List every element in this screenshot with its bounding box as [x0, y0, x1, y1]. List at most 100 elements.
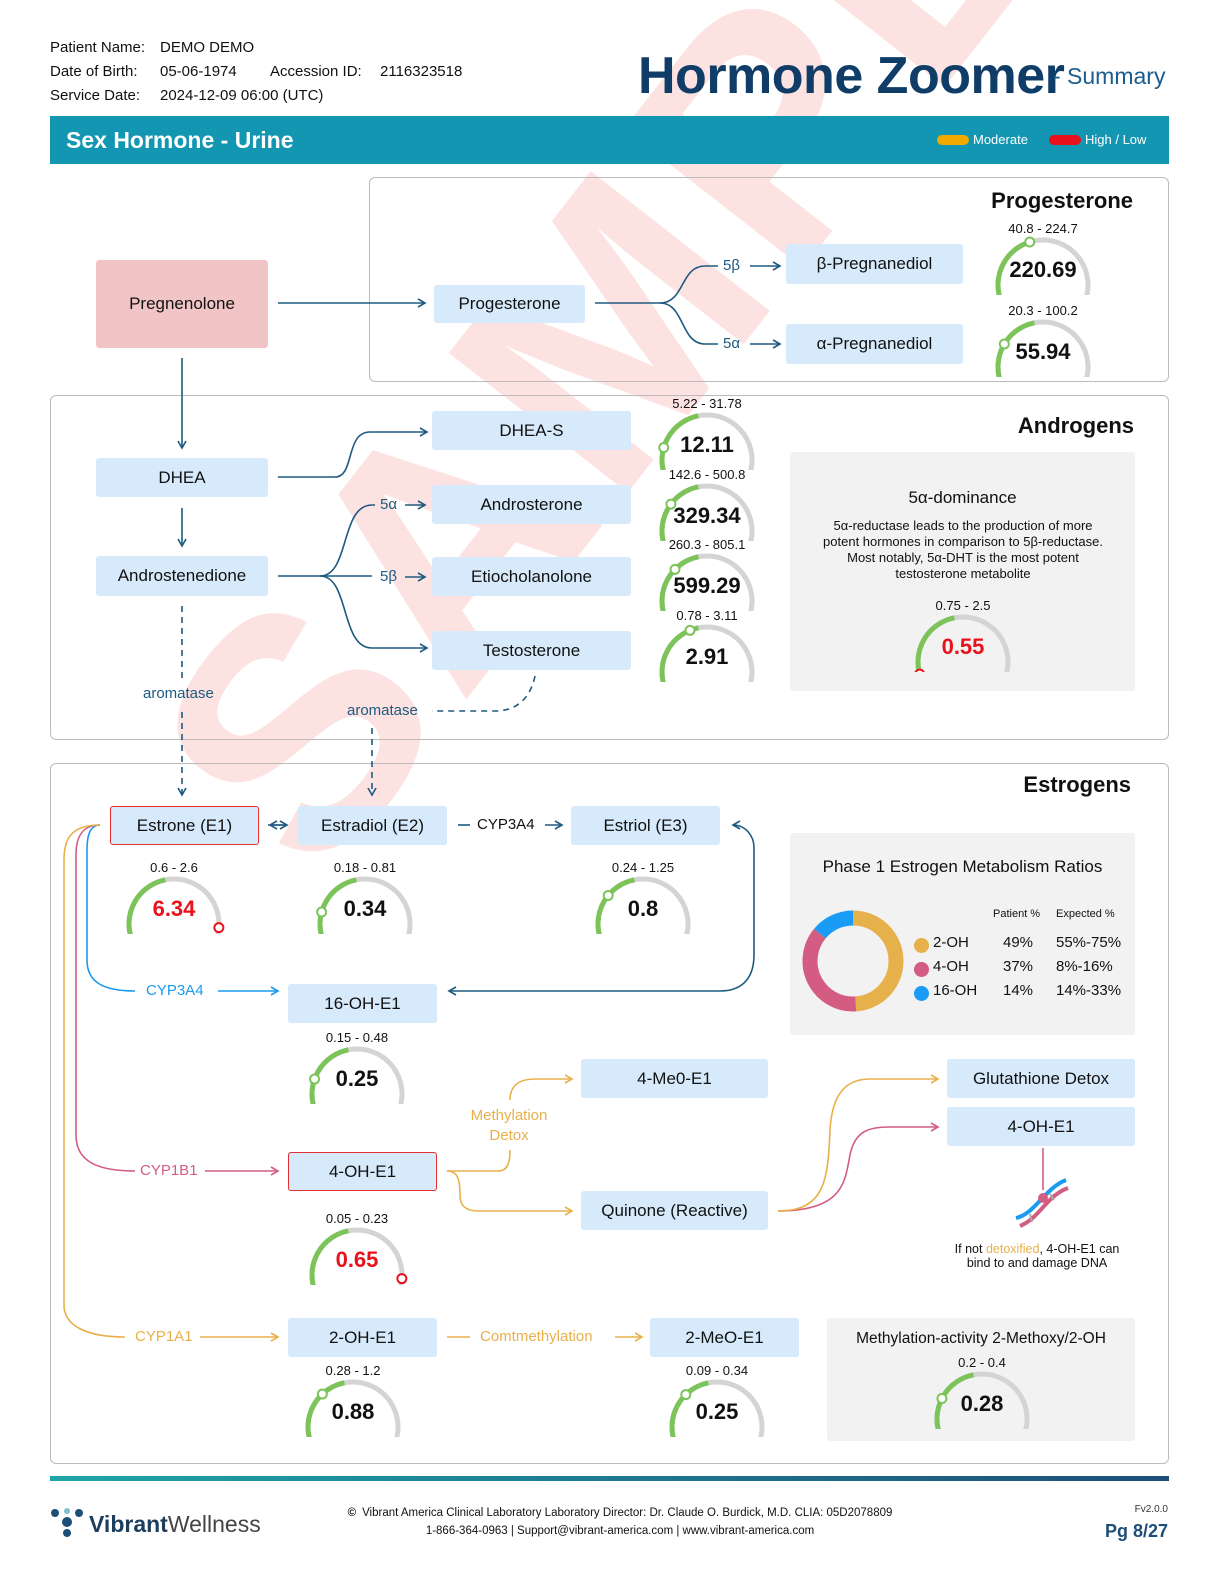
node-estradiol[interactable]: Estradiol (E2): [298, 806, 447, 845]
legend-swatch-4-oh: [914, 962, 929, 977]
gauge-dhea-s: 5.22 - 31.78 12.11: [652, 396, 762, 476]
label-comtmethylation: Comtmethylation: [480, 1328, 593, 1345]
gauge-arc: [995, 236, 1091, 295]
gauge-marker: [665, 498, 677, 510]
gauge-range: 0.28 - 1.2: [325, 1363, 381, 1378]
label-cyp3a4: CYP3A4: [146, 982, 204, 999]
gauge-value: 12.11: [680, 432, 734, 457]
service-date: 2024-12-09 06:00 (UTC): [160, 87, 324, 104]
node-4-oh-e1[interactable]: 4-OH-E1: [288, 1152, 437, 1191]
high-low-legend-swatch: [1049, 135, 1081, 145]
gauge-arc: [914, 614, 1011, 672]
node-pregnenolone[interactable]: Pregnenolone: [96, 260, 268, 348]
node-quinone[interactable]: Quinone (Reactive): [581, 1191, 768, 1230]
gauge-estriol: 0.24 - 1.25 0.8: [588, 860, 698, 940]
label-aromatase-1: aromatase: [143, 685, 214, 702]
node-testosterone[interactable]: Testosterone: [432, 631, 631, 670]
gauge-marker: [914, 668, 925, 672]
gauge-arc: [659, 624, 755, 682]
gauge-normal-range: [659, 413, 699, 470]
gauge-arc: [595, 876, 691, 934]
node-16-oh-e1[interactable]: 16-OH-E1: [288, 984, 437, 1023]
node-estriol[interactable]: Estriol (E3): [571, 806, 720, 845]
gauge-marker: [213, 922, 225, 934]
label-5alpha-progesterone: 5α: [723, 335, 741, 352]
node-4-oh-e1-dna[interactable]: 4-OH-E1: [947, 1107, 1135, 1146]
gauge-value: 220.69: [1009, 257, 1077, 282]
expected-pct-header: Expected %: [1056, 908, 1115, 920]
gauge-range: 5.22 - 31.78: [672, 396, 742, 411]
gauge-range: 0.09 - 0.34: [685, 1363, 749, 1378]
gauge-marker: [998, 338, 1010, 350]
androgens-section: [50, 395, 1169, 740]
label-methylation: Methylation: [470, 1107, 548, 1124]
gauge-range: 0.05 - 0.23: [325, 1211, 389, 1226]
node-dhea[interactable]: DHEA: [96, 458, 268, 497]
accession-label: Accession ID:: [270, 63, 362, 80]
node-androsterone[interactable]: Androsterone: [432, 485, 631, 524]
dna-note-line1: If not detoxified, 4-OH-E1 can: [937, 1242, 1137, 1256]
logo-bold: Vibrant: [89, 1511, 168, 1537]
patient-name-label: Patient Name:: [50, 39, 146, 56]
gauge-range: 0.24 - 1.25: [611, 860, 675, 875]
expected-percent: 14%-33%: [1056, 982, 1122, 999]
expected-percent: 55%-75%: [1056, 934, 1122, 951]
gauge-arc: [934, 1371, 1030, 1429]
node-estrone[interactable]: Estrone (E1): [110, 806, 259, 845]
donut-slice-4-oh: [802, 928, 857, 1012]
accession-id: 2116323518: [380, 63, 463, 80]
methylation-activity-panel: Methylation-activity 2-Methoxy/2-OH: [827, 1318, 1135, 1441]
gauge-arc: [669, 1379, 765, 1437]
node-etiocholanolone[interactable]: Etiocholanolone: [432, 557, 631, 596]
patient-percent: 14%: [1003, 982, 1034, 999]
gauge-marker: [936, 1393, 948, 1405]
node-progesterone[interactable]: Progesterone: [434, 285, 585, 323]
node-2-meo-e1[interactable]: 2-MeO-E1: [650, 1318, 799, 1357]
node-androstenedione[interactable]: Androstenedione: [96, 556, 268, 596]
node-4-meo-e1[interactable]: 4-Me0-E1: [581, 1059, 768, 1098]
gauge-range: 0.2 - 0.4: [958, 1355, 1006, 1370]
vibrant-logo-icon: [51, 1508, 83, 1537]
node-dhea-s[interactable]: DHEA-S: [432, 411, 631, 450]
dominance-description: 5α-reductase leads to the production of …: [823, 518, 1103, 581]
copyright-icon: ©: [347, 1507, 357, 1519]
vibrant-logo-text: VibrantWellness: [89, 1511, 261, 1538]
gauge-marker: [658, 442, 670, 454]
node-beta-pregnanediol[interactable]: β-Pregnanediol: [786, 244, 963, 284]
methylation-activity-title: Methylation-activity 2-Methoxy/2-OH: [856, 1330, 1106, 1347]
node-glutathione-detox[interactable]: Glutathione Detox: [947, 1059, 1135, 1098]
gauge-arc: [305, 1379, 401, 1437]
gauge-value: 0.25: [335, 1066, 379, 1091]
service-date-row: Service Date:2024-12-09 06:00 (UTC): [50, 87, 323, 104]
legend-swatch-2-oh: [914, 938, 929, 953]
gauge-value: 0.65: [335, 1247, 379, 1272]
gauge-range: 260.3 - 805.1: [668, 537, 746, 552]
progesterone-section: [369, 177, 1169, 382]
gauge-value: 6.34: [152, 896, 196, 921]
donut-slice-16-oh: [814, 910, 854, 939]
progesterone-section-title: Progesterone: [991, 188, 1133, 213]
node-2-oh-e1[interactable]: 2-OH-E1: [288, 1318, 437, 1357]
gauge-range: 40.8 - 224.7: [1008, 221, 1078, 236]
gauge-arc: [309, 1046, 405, 1104]
dna-icon: [1015, 1178, 1069, 1228]
footer-divider: [50, 1476, 1169, 1481]
patient-percent: 49%: [1003, 934, 1034, 951]
node-alpha-pregnanediol[interactable]: α-Pregnanediol: [786, 324, 963, 364]
patient-percent: 37%: [1003, 958, 1034, 975]
version-label: Fv2.0.0: [1134, 1504, 1168, 1515]
label-cyp1b1: CYP1B1: [140, 1162, 198, 1179]
estrogens-section: [50, 763, 1169, 1464]
dna-note-line2: bind to and damage DNA: [966, 1256, 1108, 1270]
gauge-beta-pregnanediol: 40.8 - 224.7 220.69: [988, 221, 1098, 301]
gauge-value: 0.8: [627, 896, 659, 921]
gauge-arc: [995, 319, 1091, 377]
gauge-normal-range: [595, 877, 635, 934]
page-number: Pg 8/27: [1104, 1521, 1168, 1541]
five-alpha-dominance-panel: 5α-dominance 5α-reductase leads to the p…: [790, 452, 1135, 691]
